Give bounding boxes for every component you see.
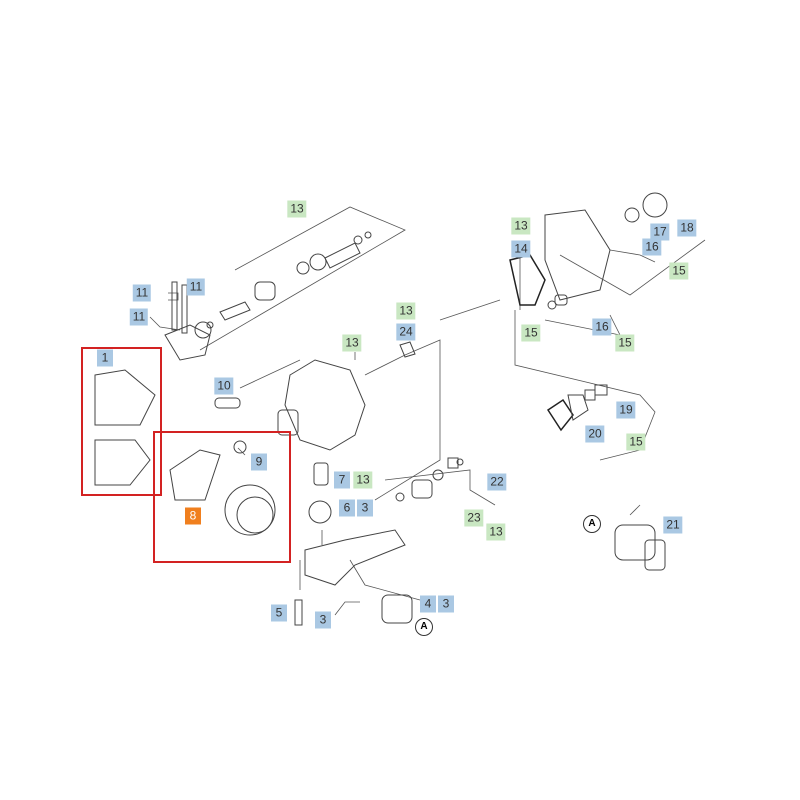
- part-drawings: [94, 192, 668, 626]
- part-label[interactable]: 4: [420, 595, 436, 613]
- kit-label[interactable]: 23: [464, 509, 484, 527]
- part-label[interactable]: 1: [97, 349, 113, 367]
- connector-marker: A: [415, 618, 433, 636]
- part-label[interactable]: 20: [585, 425, 605, 443]
- kit-label[interactable]: 15: [669, 262, 689, 280]
- kit-label[interactable]: 13: [486, 523, 506, 541]
- highlighted-part-label[interactable]: 8: [185, 507, 201, 525]
- kit-label[interactable]: 15: [615, 334, 635, 352]
- part-label[interactable]: 6: [339, 499, 355, 517]
- part-label[interactable]: 3: [438, 595, 454, 613]
- kit-label[interactable]: 13: [353, 471, 373, 489]
- part-label[interactable]: 18: [677, 219, 697, 237]
- part-label[interactable]: 24: [396, 323, 416, 341]
- kit-label[interactable]: 15: [521, 324, 541, 342]
- part-label[interactable]: 21: [663, 516, 683, 534]
- highlight-box-part-8: [153, 431, 291, 563]
- kit-label[interactable]: 13: [511, 217, 531, 235]
- part-label[interactable]: 14: [511, 240, 531, 258]
- connector-marker: A: [583, 515, 601, 533]
- part-label[interactable]: 22: [487, 473, 507, 491]
- part-label[interactable]: 11: [129, 308, 149, 326]
- highlight-box-part-1: [81, 347, 162, 496]
- part-label[interactable]: 17: [650, 223, 670, 241]
- part-label[interactable]: 5: [271, 604, 287, 622]
- kit-label[interactable]: 13: [342, 334, 362, 352]
- part-label[interactable]: 11: [132, 284, 152, 302]
- part-label[interactable]: 10: [214, 377, 234, 395]
- part-label[interactable]: 16: [592, 318, 612, 336]
- part-label[interactable]: 16: [642, 238, 662, 256]
- part-label[interactable]: 7: [334, 471, 350, 489]
- part-label[interactable]: 3: [315, 611, 331, 629]
- part-label[interactable]: 11: [186, 278, 206, 296]
- part-label[interactable]: 3: [357, 499, 373, 517]
- kit-label[interactable]: 13: [287, 200, 307, 218]
- kit-label[interactable]: 15: [626, 433, 646, 451]
- kit-label[interactable]: 13: [396, 302, 416, 320]
- part-label[interactable]: 9: [251, 453, 267, 471]
- part-label[interactable]: 19: [616, 401, 636, 419]
